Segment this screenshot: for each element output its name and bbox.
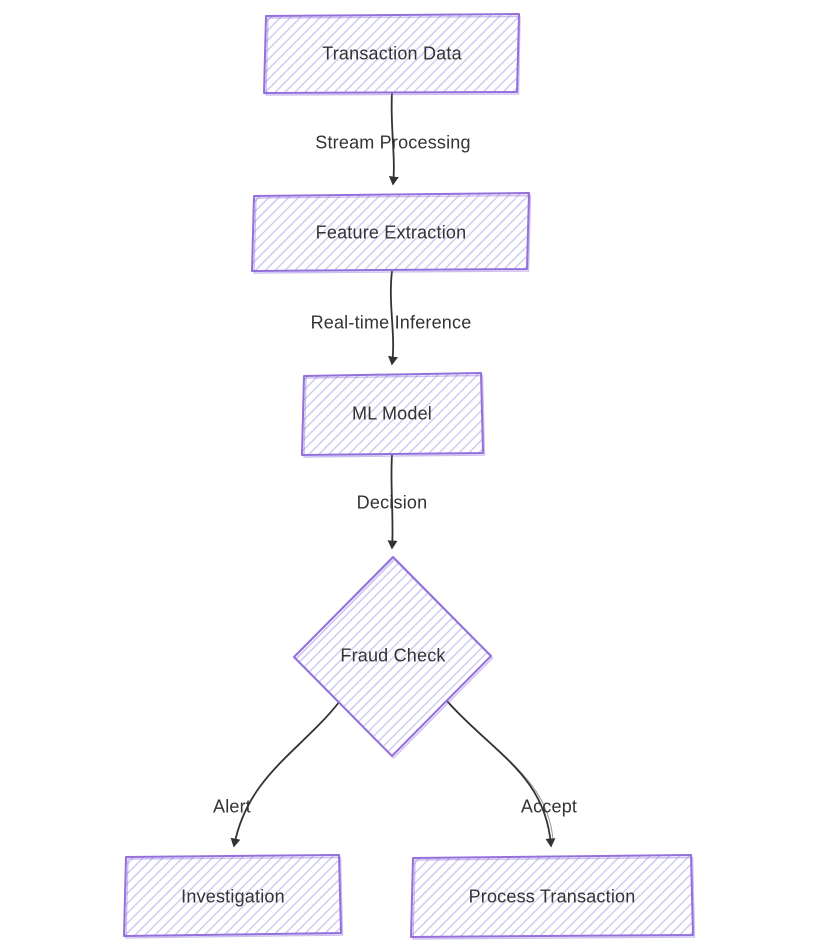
node-label-ml-model: ML Model: [352, 403, 432, 424]
edge-feature-to-mlmodel: [388, 270, 398, 366]
fraud-check-node-sketch: [295, 558, 494, 759]
node-label-transaction-data: Transaction Data: [322, 43, 462, 64]
process-transaction-node-shape: [410, 854, 694, 938]
ml-model-node-shape: [301, 372, 484, 456]
transaction-data-node-shape: [263, 13, 520, 94]
node-label-feature-extraction: Feature Extraction: [315, 222, 467, 243]
feature-extraction-node-sketch: [253, 194, 532, 274]
edge-fraudcheck-to-investigation: [230, 700, 341, 848]
edge-fraudcheck-to-process: [446, 700, 556, 848]
edge-label-stream-processing: Stream Processing: [315, 132, 471, 153]
edge-mlmodel-to-fraudcheck: [387, 454, 398, 550]
edge-label-decision: Decision: [356, 492, 428, 513]
edge-transaction-to-feature: [388, 92, 399, 186]
edge-fraudcheck-to-process-sketch: [448, 702, 554, 841]
feature-extraction-node-shape: [251, 192, 530, 272]
edge-label-accept: Accept: [520, 796, 578, 817]
node-label-process-transaction: Process Transaction: [468, 886, 636, 907]
transaction-data-node-sketch: [265, 15, 521, 96]
node-label-fraud-check: Fraud Check: [340, 645, 446, 666]
edge-label-real-time-inference: Real-time Inference: [310, 312, 472, 333]
edge-label-alert: Alert: [212, 796, 252, 817]
investigation-node-shape: [123, 854, 342, 937]
fraud-check-node-shape: [293, 556, 492, 757]
investigation-node-sketch: [125, 856, 344, 939]
node-label-investigation: Investigation: [181, 886, 285, 907]
ml-model-node-sketch: [303, 374, 486, 458]
process-transaction-node-sketch: [412, 856, 696, 940]
